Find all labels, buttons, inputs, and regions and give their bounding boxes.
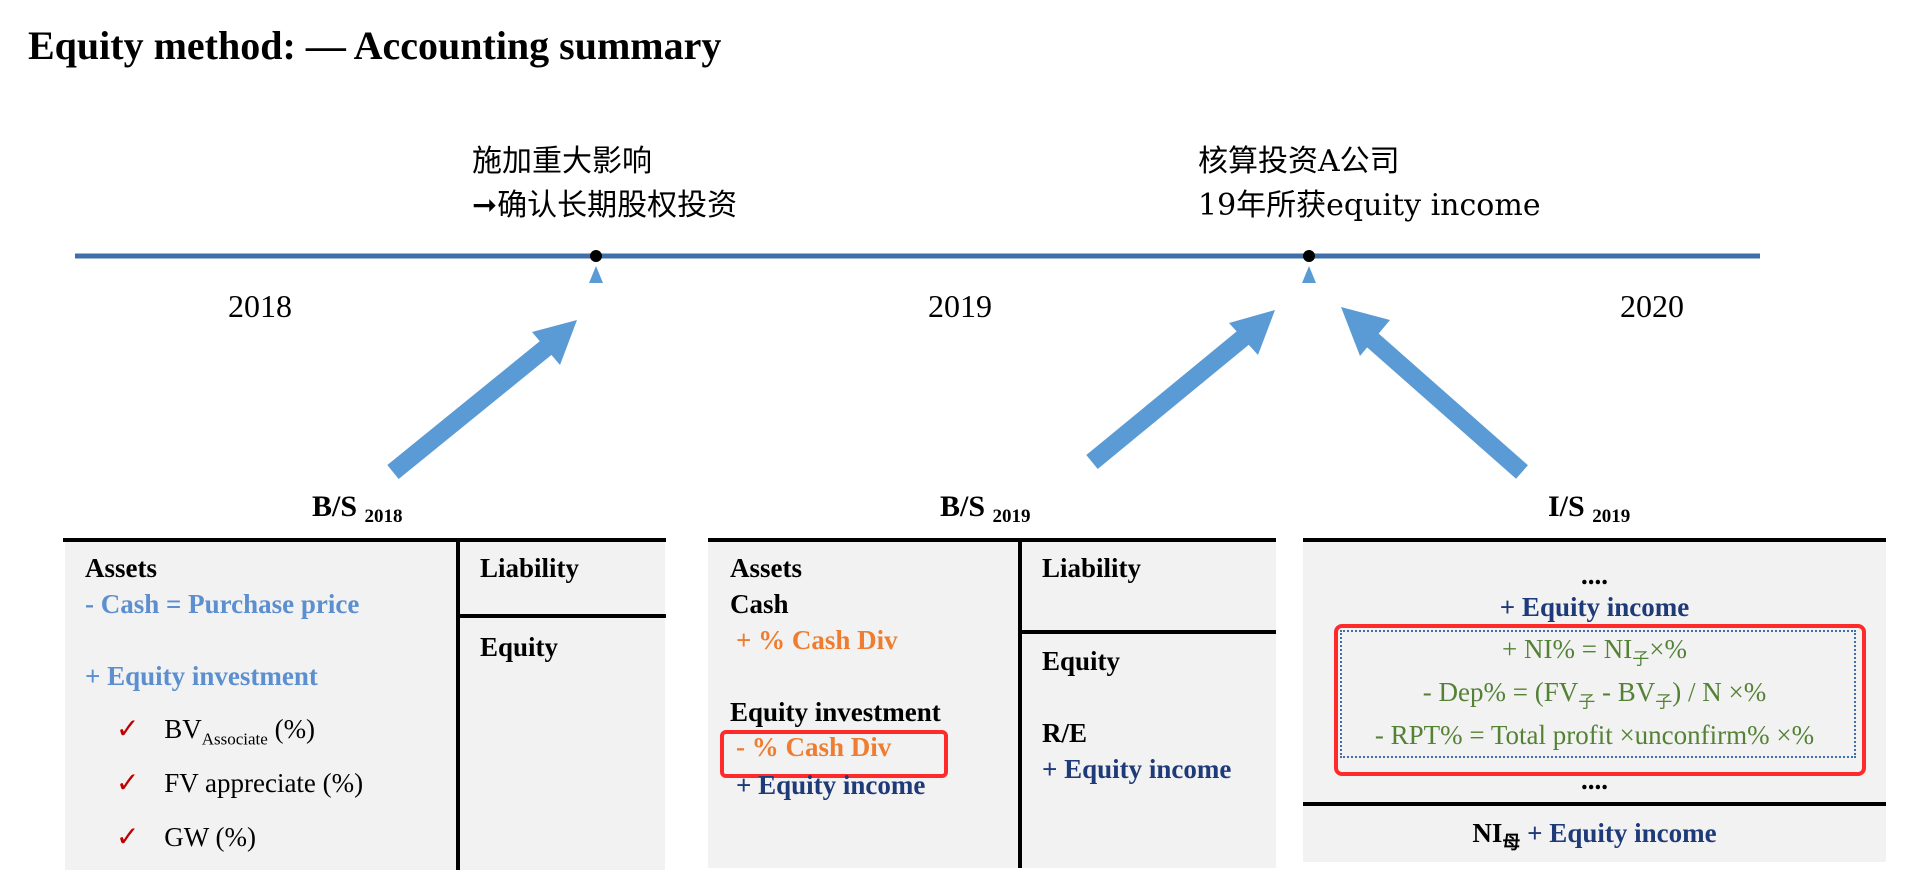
bs2018-panel — [65, 540, 665, 870]
formula-dep: - Dep% = (FV子 - BV子) / N ×% — [1422, 677, 1767, 712]
is2019-panel — [1303, 540, 1886, 862]
is2019-ni-parent: NI母 + Equity income — [1472, 818, 1717, 853]
bs2018-liability: Liability — [480, 553, 580, 583]
bs2018-equity-investment: + Equity investment — [85, 661, 318, 691]
bs2019-re-equity-income: + Equity income — [1042, 754, 1232, 784]
event2-line1: 核算投资A公司 — [1198, 144, 1400, 179]
bs2019-cash-div-minus: - % Cash Div — [736, 732, 892, 762]
arrow-bs2018-to-event1 — [387, 320, 577, 479]
is2019-bottom-rule — [1303, 802, 1886, 806]
bs2018-assets: Assets — [85, 553, 157, 583]
check-icon: ✓ — [116, 768, 140, 799]
page-title: Equity method: — Accounting summary — [28, 23, 722, 68]
bs2019-equity-income: + Equity income — [736, 770, 926, 800]
event1-label: 施加重大影响 ➞确认长期股权投资 — [472, 140, 737, 228]
formula-highlight-box — [1334, 624, 1866, 776]
event1-line2: ➞确认长期股权投资 — [472, 188, 738, 223]
bs2019-divider — [1018, 540, 1022, 868]
bs2019-liability: Liability — [1042, 553, 1142, 583]
bs2019-cash: Cash — [730, 589, 789, 619]
bs2019-header: B/S 2019 — [940, 490, 1031, 527]
is2019-dots-top: .... — [1581, 560, 1608, 590]
bs2019-top-rule — [708, 538, 1276, 542]
bs2018-cash-line: - Cash = Purchase price — [85, 589, 360, 619]
cash-div-highlight-box — [720, 730, 948, 778]
bs2019-re: R/E — [1042, 718, 1088, 748]
bs2018-check-bv: ✓ BVAssociate (%) — [116, 714, 316, 749]
formula-ni: + NI% = NI子×% — [1502, 634, 1687, 669]
formula-rpt: - RPT% = Total profit ×unconfirm% ×% — [1374, 720, 1815, 750]
event2-marker — [1302, 266, 1316, 283]
arrow-is2019-to-event2 — [1341, 307, 1528, 479]
bs2018-header: B/S 2018 — [312, 490, 403, 527]
is2019-equity-income: + Equity income — [1499, 592, 1690, 622]
bs2019-cash-div-plus: + % Cash Div — [736, 625, 898, 655]
check-icon: ✓ — [116, 822, 140, 853]
is2019-dots-bottom: .... — [1581, 765, 1608, 795]
bs2018-check-fv: ✓ FV appreciate (%) — [116, 768, 364, 799]
bs2018-top-rule — [63, 538, 666, 542]
event2-line2: 19年所获equity income — [1198, 188, 1541, 223]
event1-dot — [590, 250, 602, 262]
bs2018-liab-rule — [456, 614, 666, 618]
bs2019-equity: Equity — [1042, 646, 1121, 676]
bs2018-check-gw: ✓ GW (%) — [116, 822, 256, 853]
arrow-bs2019-to-event2 — [1086, 310, 1275, 469]
event1-marker — [589, 266, 603, 283]
formula-dotted-box — [1340, 630, 1856, 758]
bs2019-panel — [708, 540, 1276, 868]
year-2020: 2020 — [1620, 288, 1684, 324]
event2-label: 核算投资A公司 19年所获equity income — [1198, 140, 1541, 228]
is2019-header: I/S 2019 — [1548, 490, 1631, 527]
bs2019-liab-rule — [1018, 630, 1276, 634]
year-2018: 2018 — [228, 288, 292, 324]
bs2018-equity: Equity — [480, 632, 559, 662]
check-icon: ✓ — [116, 714, 140, 745]
event2-dot — [1303, 250, 1315, 262]
event1-line1: 施加重大影响 — [472, 144, 652, 179]
bs2019-equity-investment: Equity investment — [730, 697, 941, 727]
bs2019-assets: Assets — [730, 553, 802, 583]
is2019-top-rule — [1303, 538, 1886, 542]
year-2019: 2019 — [928, 288, 992, 324]
bs2018-divider — [456, 540, 460, 870]
